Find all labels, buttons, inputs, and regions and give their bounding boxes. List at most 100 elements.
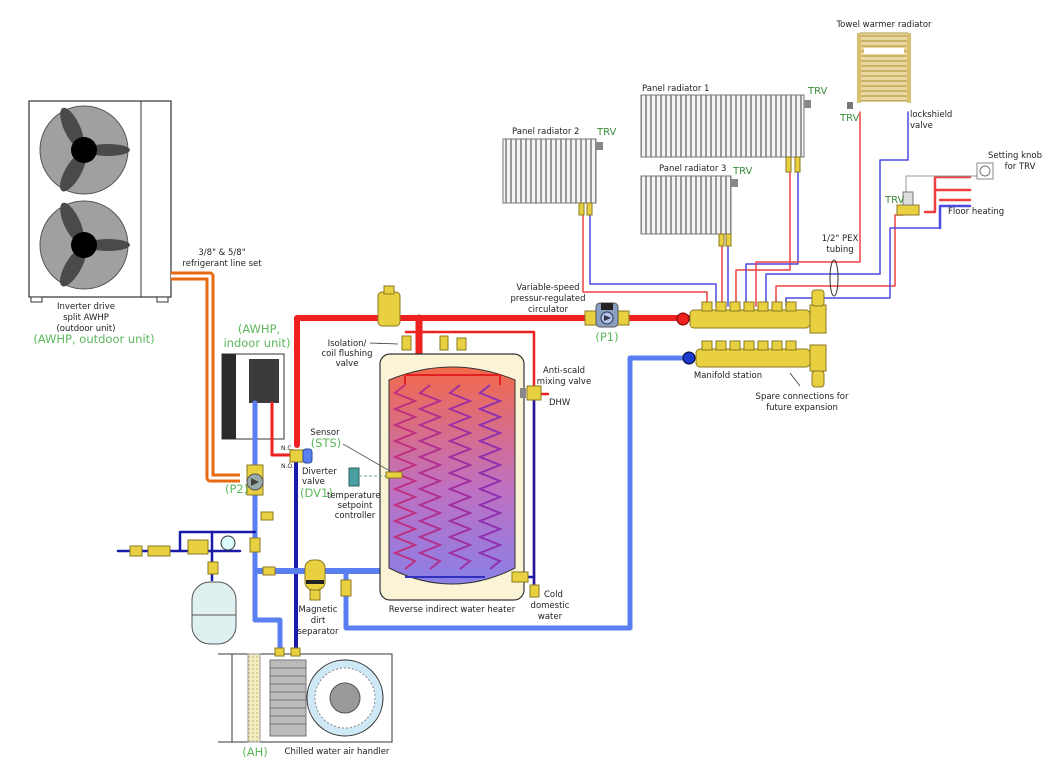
indoor-unit-tag-2: indoor unit) [223, 336, 290, 350]
controller-label-3: controller [335, 511, 376, 521]
isolation-label-3: valve [336, 359, 359, 369]
cold-water-label-2: domestic [531, 601, 570, 611]
outdoor-unit-label-1: Inverter drive [57, 302, 115, 312]
knob-label-2: for TRV [1005, 162, 1036, 172]
panel-radiator-1 [640, 94, 811, 173]
pressure-gauge-icon [220, 535, 236, 551]
pex-label-2: tubing [826, 245, 853, 255]
backflow-preventer [147, 545, 171, 557]
cold-inlet-valve[interactable] [511, 571, 529, 583]
isolation-label-2: coil flushing [322, 349, 373, 359]
panel-radiator-2-label: Panel radiator 2 [512, 127, 579, 137]
check-valve [262, 566, 276, 576]
expansion-tank [191, 581, 237, 645]
dirt-separator-label-2: dirt [311, 616, 326, 626]
circulator-label-3: circulator [528, 305, 569, 315]
dhw-label: DHW [549, 398, 571, 408]
lockshield-label-1: lockshield [910, 110, 952, 120]
trv-label-1: TRV [807, 86, 828, 97]
spare-label-2: future expansion [766, 403, 838, 413]
air-handler-label: Chilled water air handler [285, 747, 390, 757]
trv-head-icon [804, 100, 811, 108]
spare-pointer [789, 372, 801, 387]
cold-water-inlet [529, 584, 540, 598]
no-label: N.O. [281, 463, 294, 470]
setting-knob-icon[interactable] [976, 162, 994, 180]
dirt-separator-label-1: Magnetic [299, 605, 338, 615]
anti-scald-label-2: mixing valve [537, 377, 591, 387]
fan-icon [39, 105, 130, 195]
towel-warmer-label: Towel warmer radiator [835, 20, 932, 30]
manifold-station [676, 289, 827, 388]
trv-label-4: TRV [839, 113, 860, 124]
relief-valve [456, 337, 467, 351]
outdoor-unit-tag: (AWHP, outdoor unit) [33, 332, 154, 346]
cold-water-label-1: Cold [544, 590, 563, 600]
p2-circulator[interactable] [246, 464, 264, 496]
outdoor-unit [28, 100, 172, 303]
purge-valve[interactable] [249, 537, 261, 553]
reverse-indirect-water-heater [379, 353, 525, 601]
p1-circulator[interactable] [584, 302, 630, 328]
knob-label-1: Setting knob [988, 151, 1042, 161]
towel-warmer-radiator [847, 32, 911, 109]
heat-exchanger-coils [392, 374, 503, 578]
controller-label-2: setpoint [338, 501, 373, 511]
panel-radiator-3-label: Panel radiator 3 [659, 164, 726, 174]
isolation-valve[interactable] [401, 335, 412, 351]
trv-head-icon [731, 179, 738, 187]
sensor-pointer [342, 443, 396, 475]
isolation-valve-tank[interactable] [207, 561, 219, 575]
chilled-water-air-handler [218, 647, 393, 743]
outdoor-unit-label-3: (outdoor unit) [56, 324, 115, 334]
drain-valve[interactable] [260, 511, 274, 521]
shutoff-valve[interactable] [129, 545, 143, 557]
diverter-valve[interactable] [289, 448, 313, 464]
diverter-label-2: valve [302, 477, 325, 487]
anti-scald-label-1: Anti-scald [543, 366, 585, 376]
tank-sensor [385, 471, 403, 479]
temperature-controller[interactable] [348, 467, 360, 487]
cold-water-label-3: water [538, 612, 563, 622]
dirt-separator-label-3: separator [298, 627, 339, 637]
circulator-label-1: Variable-speed [516, 283, 579, 293]
p1-tag: (P1) [595, 330, 618, 344]
pressure-reducing-valve [187, 539, 209, 555]
lockshield-label-2: valve [910, 121, 933, 131]
anti-scald-mixing-valve[interactable] [520, 385, 542, 401]
nc-label: N.C. [281, 445, 294, 452]
spare-label-1: Spare connections for [756, 392, 849, 402]
floor-heating-label: Floor heating [948, 207, 1004, 217]
trv-label-3: TRV [732, 166, 753, 177]
air-vent [439, 335, 449, 351]
refrigerant-line-set [171, 271, 240, 483]
magnetic-dirt-separator [304, 559, 326, 601]
refrigerant-label-2: refrigerant line set [182, 259, 262, 269]
refrigerant-label-1: 3/8" & 5/8" [198, 248, 245, 258]
diverter-label-1: Diverter [302, 467, 337, 477]
panel-radiator-3 [640, 175, 738, 247]
sensor-label: Sensor [310, 428, 340, 438]
sensor-tag: (STS) [311, 436, 342, 450]
pex-bundle-marker [829, 259, 839, 297]
pex-label-1: 1/2" PEX [822, 234, 859, 244]
trv-head-icon [596, 142, 603, 150]
circulator-label-2: pressur-regulated [510, 294, 585, 304]
isolation-pointer [369, 342, 399, 345]
tank-drain-valve[interactable] [340, 579, 352, 597]
indoor-unit-tag-1: (AWHP, [238, 322, 280, 336]
floor-trv-head [902, 191, 914, 206]
outdoor-unit-label-2: split AWHP [63, 313, 109, 323]
controller-label-1: temperature [327, 491, 380, 501]
diverter-tag: (DV1) [300, 486, 333, 500]
floor-trv-valve[interactable] [896, 204, 920, 216]
air-separator [377, 285, 401, 327]
isolation-label-1: Isolation/ [328, 339, 367, 349]
water-heater-label: Reverse indirect water heater [389, 605, 516, 615]
trv-label-5: TRV [884, 195, 905, 206]
fan-icon [39, 200, 130, 290]
panel-radiator-1-label: Panel radiator 1 [642, 84, 709, 94]
ah-tag: (AH) [242, 745, 268, 759]
manifold-label: Manifold station [694, 371, 762, 381]
